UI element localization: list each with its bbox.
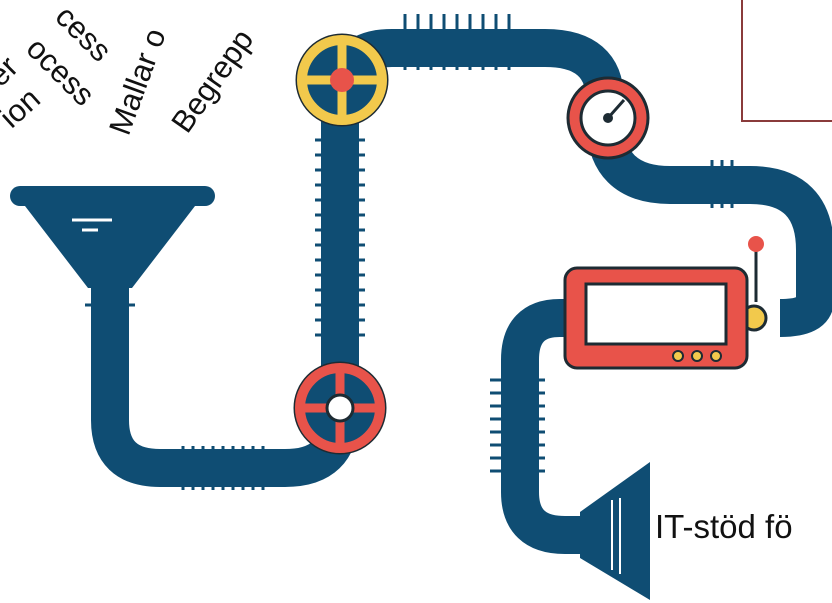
outlined-box [741, 0, 832, 122]
output-label: IT-stöd fö [655, 508, 793, 545]
pipe-rings-vertical [85, 138, 545, 473]
speaker-horn-icon [580, 462, 650, 600]
pipe-rings [181, 14, 734, 490]
valve-wheel-icon [295, 33, 389, 127]
pipe-icon [91, 29, 832, 554]
pressure-gauge-icon [566, 76, 650, 160]
valve-wheel-icon [293, 361, 387, 455]
monitor-device-icon [563, 236, 768, 370]
funnel-icon [10, 186, 215, 288]
